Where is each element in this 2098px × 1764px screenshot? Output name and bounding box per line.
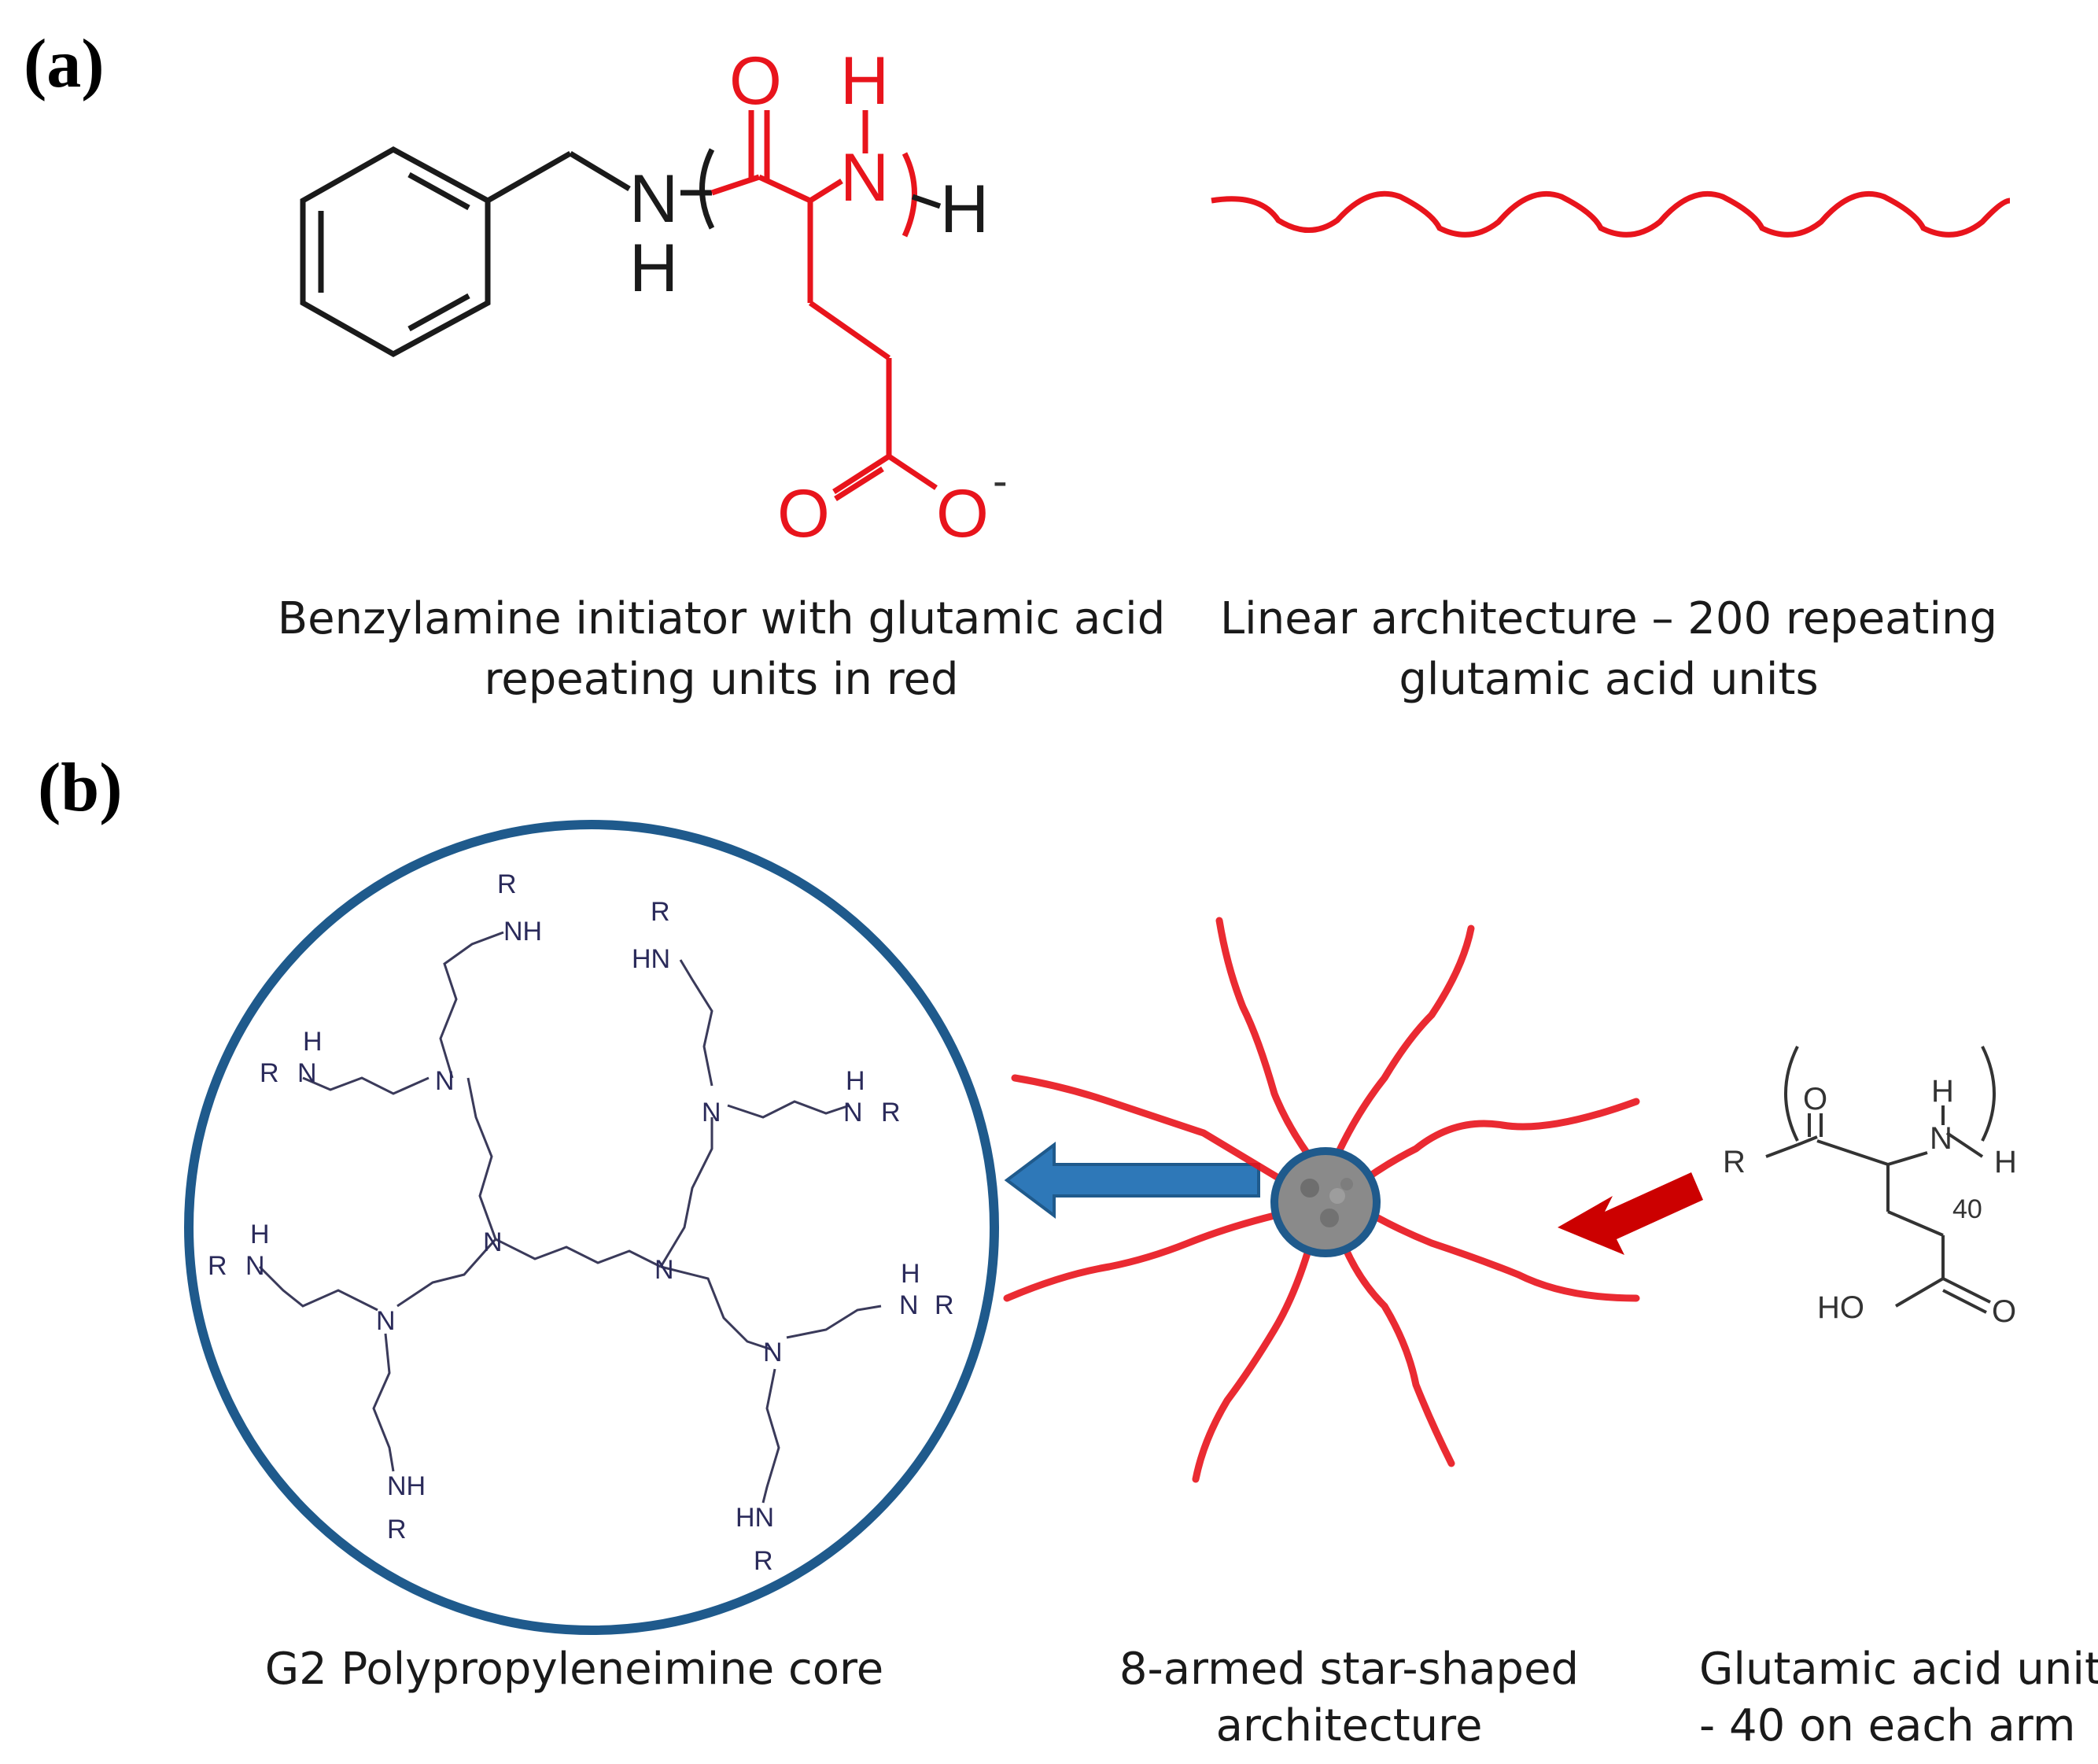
amide-h-top: H — [1931, 1074, 1954, 1109]
n-left-2: N — [245, 1251, 265, 1281]
caption-core: G2 Polypropyleneimine core — [265, 1644, 884, 1695]
hn-top-2: HN — [632, 944, 670, 974]
carboxyl-o: O — [1992, 1294, 2016, 1329]
r-bottom-2: R — [754, 1546, 773, 1576]
r-right-2: R — [935, 1290, 954, 1320]
caption-star-line2: architecture — [1216, 1700, 1483, 1751]
r-bottom-1: R — [387, 1515, 407, 1544]
ppi-dendrimer-skeleton — [258, 931, 882, 1504]
core-n-right: N — [654, 1255, 674, 1285]
caption-star-line1: 8-armed star-shaped — [1119, 1644, 1579, 1695]
panel-b-label: (b) — [38, 750, 123, 826]
amine-n-atom: N — [629, 161, 678, 237]
benzene-ring — [300, 146, 715, 358]
benzylamine-glutamate-structure: N H O H N H O O - — [300, 43, 1008, 552]
carboxylate-o-atom: O — [777, 476, 830, 552]
r-top-1: R — [497, 869, 517, 899]
r-left-1: R — [260, 1058, 279, 1088]
star-polymer-arms — [1003, 917, 1640, 1483]
n-lower-left: N — [376, 1306, 396, 1336]
zoom-arrow-blue — [1004, 1142, 1260, 1219]
n-left-1: N — [297, 1058, 317, 1088]
hydroxyl: HO — [1817, 1290, 1864, 1325]
h-right-2: H — [901, 1259, 920, 1289]
terminal-h: H — [1994, 1145, 2017, 1179]
hn-bottom-2: HN — [736, 1503, 774, 1533]
amide-n: N — [1930, 1121, 1952, 1156]
glutamic-acid-unit-structure: R O H N H 40 HO O — [1723, 1046, 2017, 1329]
amide-n-atom: N — [840, 140, 889, 216]
n-right-2: N — [899, 1290, 919, 1320]
terminal-h-atom: H — [940, 172, 989, 247]
negative-charge: - — [993, 456, 1008, 505]
h-right-1: H — [846, 1066, 865, 1096]
amide-h-atom: H — [840, 43, 889, 119]
amine-h-atom: H — [629, 231, 678, 306]
nh-top-1: NH — [503, 917, 542, 947]
n-upper-left: N — [435, 1066, 455, 1096]
r-top-2: R — [651, 897, 670, 927]
core-n-left: N — [483, 1227, 503, 1257]
star-core — [1270, 1147, 1381, 1257]
linear-chain-wave — [1211, 190, 2011, 238]
carbonyl-o-atom: O — [729, 43, 782, 119]
n-right-1: N — [843, 1098, 863, 1127]
n-upper-right: N — [702, 1098, 721, 1127]
carboxylate-o-minus-atom: O — [936, 476, 989, 552]
terminal-bond — [911, 194, 942, 209]
repeat-subscript: 40 — [1952, 1194, 1982, 1224]
glutamate-bonds — [710, 110, 938, 501]
caption-units-line2: - 40 on each arm — [1699, 1700, 2075, 1751]
panel-a-label: (a) — [24, 26, 105, 102]
r-right-1: R — [881, 1098, 901, 1127]
r-group: R — [1723, 1145, 1746, 1179]
caption-a-left-line1: Benzylamine initiator with glutamic acid — [278, 593, 1166, 644]
r-left-2: R — [208, 1251, 227, 1281]
dendrimer-atom-labels: N N N N N N R NH R HN H R N H N R H R N … — [208, 869, 954, 1576]
core-zoom-circle — [184, 820, 999, 1635]
nh-bottom-1: NH — [387, 1471, 426, 1501]
caption-a-right-line2: glutamic acid units — [1399, 654, 1818, 705]
h-left-1: H — [303, 1027, 323, 1057]
h-left-2: H — [250, 1220, 270, 1249]
caption-units-line1: Glutamic acid units — [1699, 1644, 2098, 1695]
carbonyl-o: O — [1803, 1082, 1827, 1116]
caption-a-left-line2: repeating units in red — [484, 654, 958, 705]
n-lower-right: N — [763, 1338, 783, 1367]
unit-arrow-red — [1558, 1172, 1703, 1255]
caption-a-right-line1: Linear architecture – 200 repeating — [1220, 593, 1997, 644]
